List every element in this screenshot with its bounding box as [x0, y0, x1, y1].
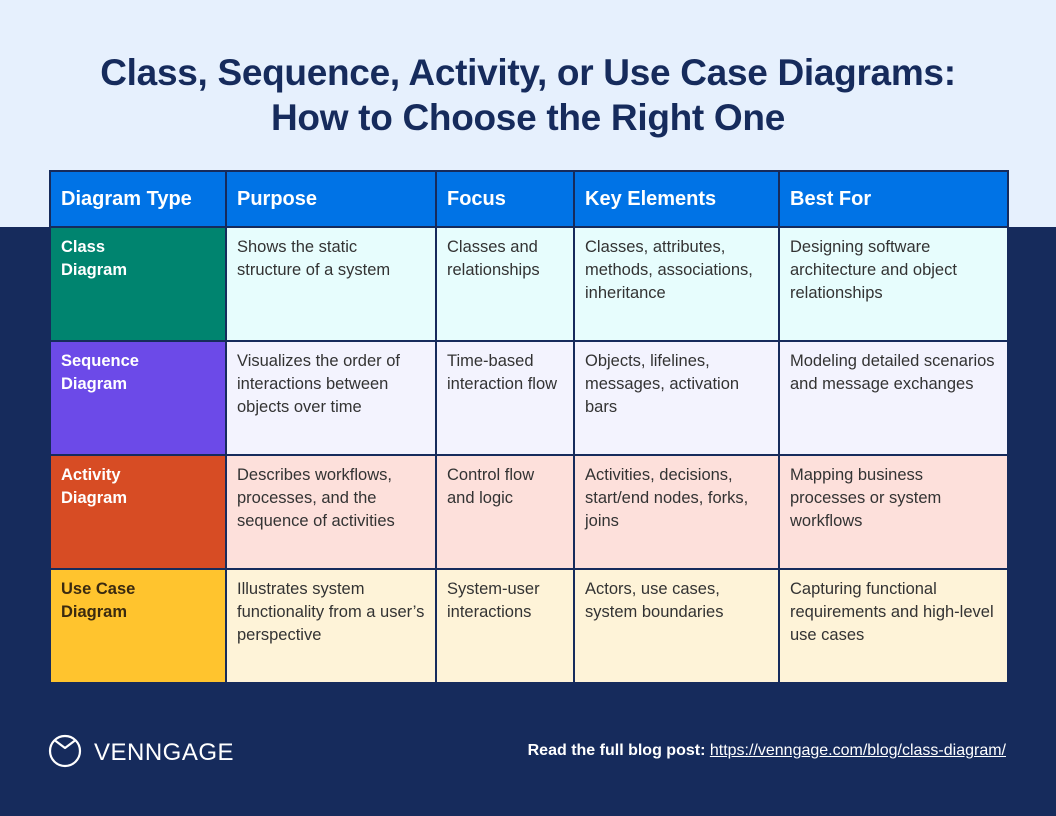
comparison-table-container: Diagram Type Purpose Focus Key Elements … [49, 170, 1009, 684]
page-title: Class, Sequence, Activity, or Use Case D… [0, 50, 1056, 140]
diagram-type-name: Sequence [61, 352, 139, 370]
table-row-class-diagram: Class Diagram Shows the static structure… [49, 226, 1009, 342]
table-row-use-case-diagram: Use Case Diagram Illustrates system func… [49, 568, 1009, 684]
best-for-cell: Capturing functional requirements and hi… [778, 568, 1009, 684]
focus-cell: Classes and relationships [435, 226, 575, 342]
purpose-cell: Shows the static structure of a system [225, 226, 437, 342]
key-elements-cell: Classes, attributes, methods, associatio… [573, 226, 780, 342]
diagram-type-suffix: Diagram [61, 489, 128, 507]
diagram-type-cell: Sequence Diagram [49, 340, 227, 456]
best-for-cell: Modeling detailed scenarios and message … [778, 340, 1009, 456]
header-best-for: Best For [778, 170, 1009, 228]
focus-cell: Control flow and logic [435, 454, 575, 570]
diagram-type-cell: Use Case Diagram [49, 568, 227, 684]
blog-post-label: Read the full blog post: [527, 742, 706, 759]
header-purpose: Purpose [225, 170, 437, 228]
key-elements-cell: Objects, lifelines, messages, activation… [573, 340, 780, 456]
purpose-cell: Illustrates system functionality from a … [225, 568, 437, 684]
focus-cell: Time-based interaction flow [435, 340, 575, 456]
diagram-type-suffix: Diagram [61, 261, 128, 279]
brand-name: VENNGAGE [94, 739, 235, 766]
best-for-cell: Designing software architecture and obje… [778, 226, 1009, 342]
purpose-cell: Describes workflows, processes, and the … [225, 454, 437, 570]
title-line-1: Class, Sequence, Activity, or Use Case D… [100, 52, 956, 93]
header-focus: Focus [435, 170, 575, 228]
diagram-type-suffix: Diagram [61, 603, 128, 621]
diagram-type-name: Class [61, 238, 106, 256]
header-key-elements: Key Elements [573, 170, 780, 228]
key-elements-cell: Actors, use cases, system boundaries [573, 568, 780, 684]
table-row-sequence-diagram: Sequence Diagram Visualizes the order of… [49, 340, 1009, 456]
header-diagram-type: Diagram Type [49, 170, 227, 228]
focus-cell: System-user interactions [435, 568, 575, 684]
blog-post-link[interactable]: https://venngage.com/blog/class-diagram/ [709, 742, 1006, 759]
diagram-type-cell: Activity Diagram [49, 454, 227, 570]
diagram-type-name: Use Case [61, 580, 136, 598]
title-line-2: How to Choose the Right One [271, 97, 785, 138]
diagram-type-name: Activity [61, 466, 121, 484]
diagram-type-cell: Class Diagram [49, 226, 227, 342]
blog-post-reference: Read the full blog post: https://venngag… [528, 742, 1006, 760]
table-row-activity-diagram: Activity Diagram Describes workflows, pr… [49, 454, 1009, 570]
diagram-type-suffix: Diagram [61, 375, 128, 393]
table-header-row: Diagram Type Purpose Focus Key Elements … [49, 170, 1009, 228]
venngage-logo-icon [48, 734, 82, 773]
purpose-cell: Visualizes the order of interactions bet… [225, 340, 437, 456]
comparison-table: Diagram Type Purpose Focus Key Elements … [49, 170, 1009, 684]
key-elements-cell: Activities, decisions, start/end nodes, … [573, 454, 780, 570]
venngage-logo: VENNGAGE [48, 734, 235, 769]
best-for-cell: Mapping business processes or system wor… [778, 454, 1009, 570]
